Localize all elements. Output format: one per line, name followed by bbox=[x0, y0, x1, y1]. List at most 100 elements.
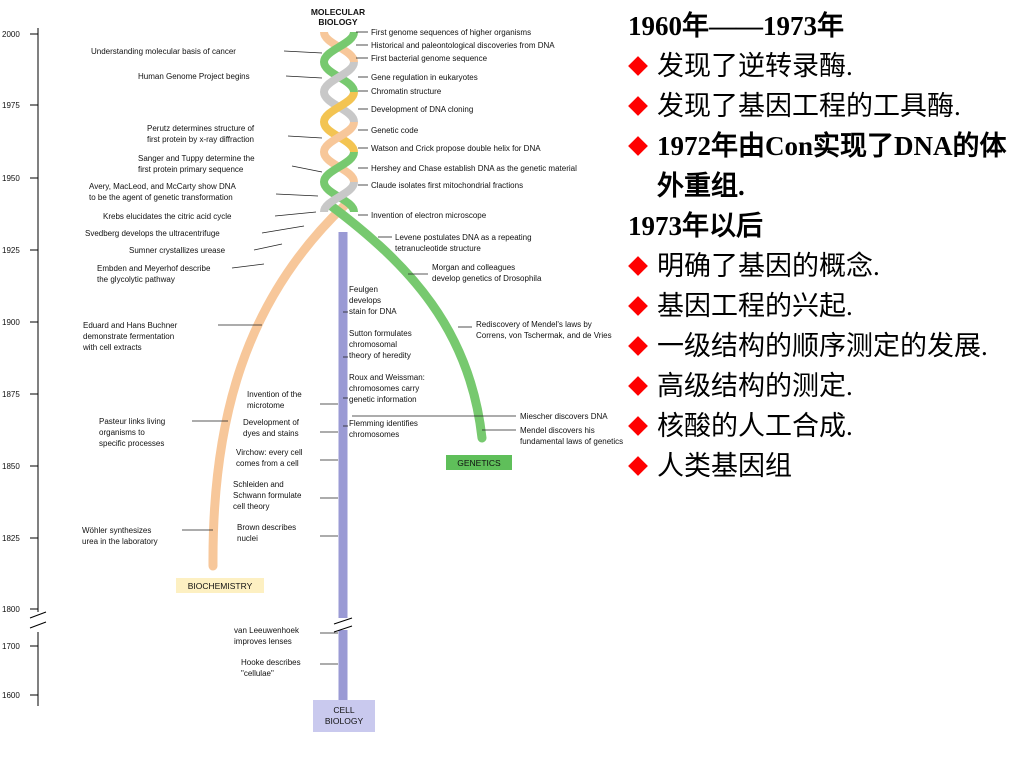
bullet-item: 发现了基因工程的工具酶. bbox=[628, 86, 1020, 126]
event-development-of-dna-cloning: Development of DNA cloning bbox=[371, 105, 473, 114]
bullet-item: 基因工程的兴起. bbox=[628, 286, 1020, 326]
year-label: 1850 bbox=[2, 462, 20, 471]
bullet-list-1960-1973: 发现了逆转录酶. 发现了基因工程的工具酶. 1972年由Con实现了DNA的体外重组… bbox=[628, 46, 1020, 206]
year-label: 1600 bbox=[2, 691, 20, 700]
bullet-item: 一级结构的顺序测定的发展. bbox=[628, 326, 1020, 366]
event-genetic-code: Genetic code bbox=[371, 126, 419, 135]
bullet-item: 人类基因组 bbox=[628, 446, 1020, 486]
year-label: 1950 bbox=[2, 174, 20, 183]
period-heading-after-1973: 1973年以后 bbox=[628, 211, 763, 241]
leader-line bbox=[285, 75, 323, 79]
event-krebs-elucidates-the-citric-acid-cycle: Krebs elucidates the citric acid cycle bbox=[103, 212, 232, 221]
diamond-bullet-icon bbox=[628, 416, 648, 436]
helix-strand-segment bbox=[320, 120, 358, 154]
bullet-text: 人类基因组 bbox=[657, 451, 792, 481]
event-watson-and-crick-propose-double-helix-fo: Watson and Crick propose double helix fo… bbox=[371, 144, 541, 153]
history-timeline-diagram: 2000197519501925190018751850182518001700… bbox=[2, 7, 623, 732]
diamond-bullet-icon bbox=[628, 56, 648, 76]
genetics-label: GENETICS bbox=[457, 458, 501, 468]
year-label: 2000 bbox=[2, 30, 20, 39]
event-claude-isolates-first-mitochondrial-frac: Claude isolates first mitochondrial frac… bbox=[371, 181, 523, 190]
year-label: 1900 bbox=[2, 318, 20, 327]
diamond-bullet-icon bbox=[628, 256, 648, 276]
genetics-strand bbox=[325, 200, 487, 443]
diamond-bullet-icon bbox=[628, 456, 648, 476]
event-hershey-and-chase-establish-dna-as-the-g: Hershey and Chase establish DNA as the g… bbox=[371, 164, 577, 173]
event-gene-regulation-in-eukaryotes: Gene regulation in eukaryotes bbox=[371, 73, 478, 82]
event-chromatin-structure: Chromatin structure bbox=[371, 87, 442, 96]
helix-strand-segment bbox=[320, 60, 358, 94]
genetics-label-box bbox=[446, 455, 512, 470]
helix-strand-segment bbox=[320, 90, 358, 124]
leader-line bbox=[287, 135, 323, 139]
bullet-item: 明确了基因的概念. bbox=[628, 246, 1020, 286]
notes-panel: 1960年——1973年 发现了逆转录酶.发现了基因工程的工具酶.1972年由C… bbox=[628, 6, 1020, 486]
leader-lines bbox=[182, 31, 516, 665]
year-label: 1700 bbox=[2, 642, 20, 651]
branch-strands bbox=[208, 30, 487, 700]
axis-break-mark bbox=[333, 625, 353, 633]
event-first-bacterial-genome-sequence: First bacterial genome sequence bbox=[371, 54, 488, 63]
event-hooke-describes-cellulae: Hooke describes"cellulae" bbox=[241, 658, 301, 678]
event-svedberg-develops-the-ultracentrifuge: Svedberg develops the ultracentrifuge bbox=[85, 229, 220, 238]
bullet-text: 1972年由Con实现了DNA的体外重组. bbox=[657, 131, 1007, 201]
bullet-text: 基因工程的兴起. bbox=[657, 291, 853, 321]
diamond-bullet-icon bbox=[628, 296, 648, 316]
bullet-text: 发现了逆转录酶. bbox=[657, 51, 853, 81]
event-first-genome-sequences-of-higher-organis: First genome sequences of higher organis… bbox=[371, 28, 531, 37]
event-miescher-discovers-dna: Miescher discovers DNA bbox=[520, 412, 608, 421]
leader-line bbox=[253, 243, 283, 251]
diamond-bullet-icon bbox=[628, 376, 648, 396]
leader-line bbox=[291, 165, 323, 173]
year-axis: 2000197519501925190018751850182518001700… bbox=[2, 28, 47, 706]
leader-line bbox=[231, 263, 265, 269]
biochemistry-label-box bbox=[176, 578, 264, 593]
bullet-item: 发现了逆转录酶. bbox=[628, 46, 1020, 86]
diamond-bullet-icon bbox=[628, 136, 648, 156]
bullet-text: 高级结构的测定. bbox=[657, 371, 853, 401]
bullet-text: 核酸的人工合成. bbox=[657, 411, 853, 441]
year-label: 1875 bbox=[2, 390, 20, 399]
diamond-bullet-icon bbox=[628, 336, 648, 356]
bullet-text: 发现了基因工程的工具酶. bbox=[657, 91, 961, 121]
bullet-text: 一级结构的顺序测定的发展. bbox=[657, 331, 988, 361]
bullet-item: 高级结构的测定. bbox=[628, 366, 1020, 406]
event-understanding-molecular-basis-of-cancer: Understanding molecular basis of cancer bbox=[91, 47, 236, 56]
leader-line bbox=[274, 211, 317, 217]
helix-strand-segment bbox=[320, 30, 358, 64]
leader-line bbox=[283, 50, 323, 54]
axis-break-mark bbox=[333, 617, 353, 625]
year-label: 1975 bbox=[2, 101, 20, 110]
leader-line bbox=[275, 193, 319, 197]
helix-strand-segment bbox=[320, 150, 358, 184]
year-label: 1925 bbox=[2, 246, 20, 255]
year-label: 1825 bbox=[2, 534, 20, 543]
biochemistry-label: BIOCHEMISTRY bbox=[188, 581, 253, 591]
biochemistry-strand bbox=[208, 200, 350, 571]
event-labels: Understanding molecular basis of cancerH… bbox=[82, 28, 623, 678]
leader-line bbox=[261, 225, 305, 234]
event-invention-of-electron-microscope: Invention of electron microscope bbox=[371, 211, 487, 220]
cell-biology-label-box bbox=[313, 700, 375, 732]
diamond-bullet-icon bbox=[628, 96, 648, 116]
